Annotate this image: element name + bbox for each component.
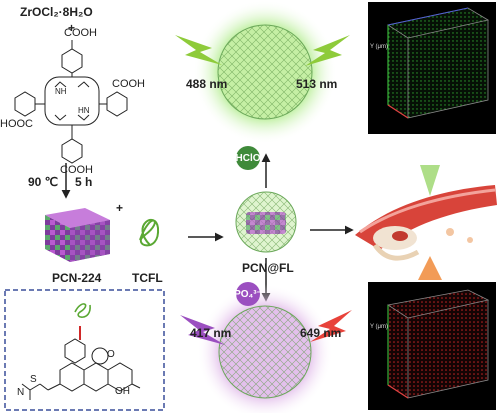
excitation-488-label: 488 nm xyxy=(186,77,228,91)
orange-light-cone xyxy=(418,256,442,280)
structure-s-label: S xyxy=(30,374,37,385)
blood-vessel-icon xyxy=(355,185,497,261)
plus-sign: + xyxy=(68,21,76,35)
pcn224-label: PCN-224 xyxy=(52,271,102,285)
green-glow-sphere xyxy=(193,0,337,144)
porphyrin-ligand xyxy=(14,40,128,164)
y-axis-label-red: Y (μm) xyxy=(370,324,389,330)
pcn-fl-sphere xyxy=(235,191,297,253)
cooh-right-label: COOH xyxy=(112,78,145,90)
pcn-fl-label: PCN@FL xyxy=(242,261,294,275)
tcfl-knot-icon xyxy=(139,218,160,247)
emission-649-label: 649 nm xyxy=(300,326,342,340)
zr-salt-label: ZrOCl₂·8H₂O xyxy=(20,5,93,19)
structure-oh-label: OH xyxy=(115,386,130,397)
lightning-icon xyxy=(305,35,350,66)
lightning-icon xyxy=(310,310,352,342)
lightning-icon xyxy=(175,35,222,65)
emission-513-label: 513 nm xyxy=(296,77,338,91)
y-axis-label-green: Y (μm) xyxy=(370,44,389,50)
structure-o-label: O xyxy=(107,349,115,360)
microscopy-green-icon xyxy=(368,2,496,134)
porphyrin-nh-label: NH xyxy=(55,87,67,96)
hooc-left-label: HOOC xyxy=(0,118,33,130)
tcfl-structure xyxy=(21,303,141,400)
lightning-icon xyxy=(180,315,225,345)
microscopy-red-icon xyxy=(368,282,496,410)
green-light-cone xyxy=(420,165,440,196)
structure-n-label: N xyxy=(17,387,25,398)
time-label: 5 h xyxy=(75,175,93,189)
po4-badge: PO₄³⁻ xyxy=(234,282,262,306)
cooh-top-label: COOH xyxy=(64,27,97,39)
pcn224-crystal xyxy=(45,208,110,262)
plus-sign-2: + xyxy=(116,201,124,215)
cooh-bottom-label: COOH xyxy=(60,164,93,176)
structure-box xyxy=(4,289,165,411)
tcfl-label: TCFL xyxy=(132,271,163,285)
purple-glow-sphere xyxy=(197,284,333,413)
temperature-label: 90 ℃ xyxy=(28,175,59,189)
excitation-417-label: 417 nm xyxy=(190,326,232,340)
porphyrin-hn-label: HN xyxy=(78,106,90,115)
hclo-badge: HClO xyxy=(236,146,261,170)
